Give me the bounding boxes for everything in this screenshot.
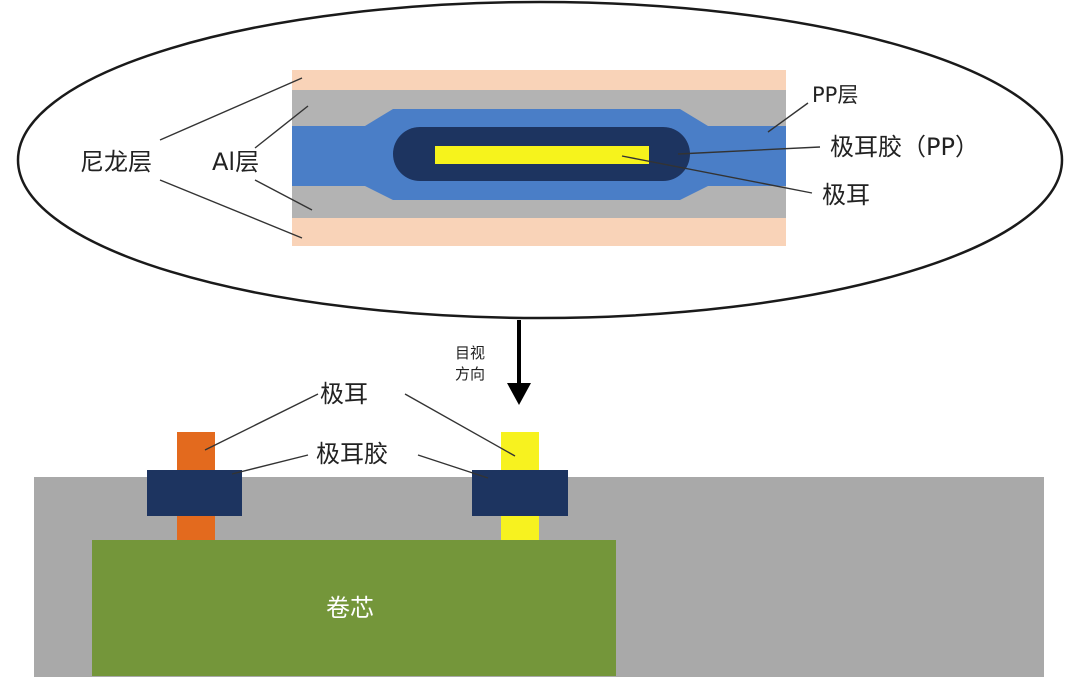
leader-tab-left	[204, 393, 319, 451]
label-tab-top: 极耳	[822, 181, 870, 209]
leader-tab-glue-left	[231, 454, 309, 475]
tab-glue-left	[147, 470, 242, 516]
label-tab-glue-pp: 极耳胶（PP）	[830, 133, 979, 161]
label-view-direction-line2: 方向	[455, 365, 485, 383]
label-tab-bottom: 极耳	[320, 380, 368, 408]
label-jelly-roll: 卷芯	[326, 594, 374, 622]
label-tab-glue-bottom: 极耳胶	[316, 440, 388, 468]
leader-nylon-bottom	[159, 179, 303, 239]
leader-nylon-top	[159, 77, 303, 141]
nylon-layer-bottom	[292, 218, 786, 246]
leader-tab-glue-right	[417, 454, 489, 479]
leader-pp-layer	[767, 102, 809, 133]
tab-strip-magnified	[435, 146, 649, 164]
label-al-layer: Al层	[212, 148, 259, 176]
leader-al-top	[254, 105, 309, 149]
nylon-layer-top	[292, 70, 786, 90]
view-direction-arrow-head	[507, 383, 531, 405]
leader-tab-right	[404, 393, 516, 457]
label-pp-layer: PP层	[812, 83, 858, 107]
jelly-roll-core	[92, 540, 616, 676]
label-view-direction-line1: 目视	[455, 344, 485, 362]
leader-tab-top	[621, 155, 813, 194]
leader-tab-glue-pp	[677, 146, 821, 155]
leader-al-bottom	[254, 179, 313, 211]
label-nylon-layer: 尼龙层	[80, 148, 152, 176]
